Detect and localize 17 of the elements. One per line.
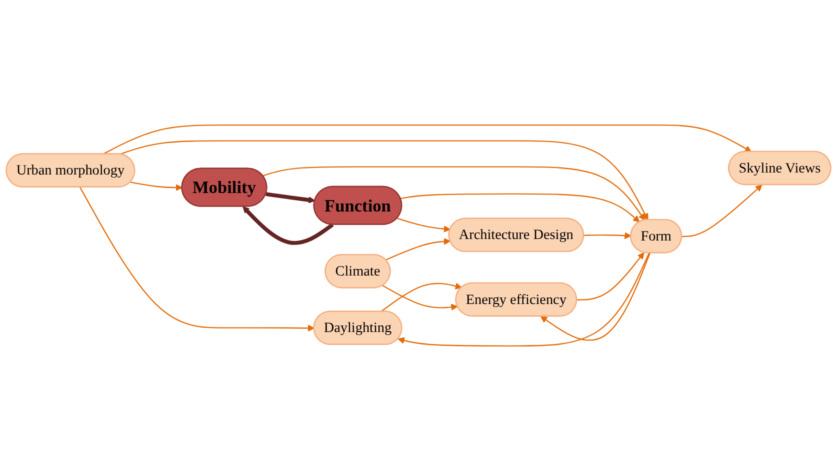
arrow xyxy=(398,252,650,347)
arrow xyxy=(397,218,451,232)
arrow xyxy=(262,166,646,220)
arrow xyxy=(120,140,648,220)
arrow xyxy=(80,186,315,332)
arrow xyxy=(386,238,451,260)
arrow xyxy=(400,193,640,222)
arrow xyxy=(242,206,334,245)
arrow xyxy=(266,192,316,204)
arrow xyxy=(584,232,632,240)
arrow xyxy=(102,124,752,155)
arrow xyxy=(540,252,651,341)
arrow xyxy=(382,285,458,311)
arrow xyxy=(380,282,462,312)
arrow xyxy=(130,182,183,192)
arrow xyxy=(682,184,762,238)
arrow xyxy=(576,252,644,300)
